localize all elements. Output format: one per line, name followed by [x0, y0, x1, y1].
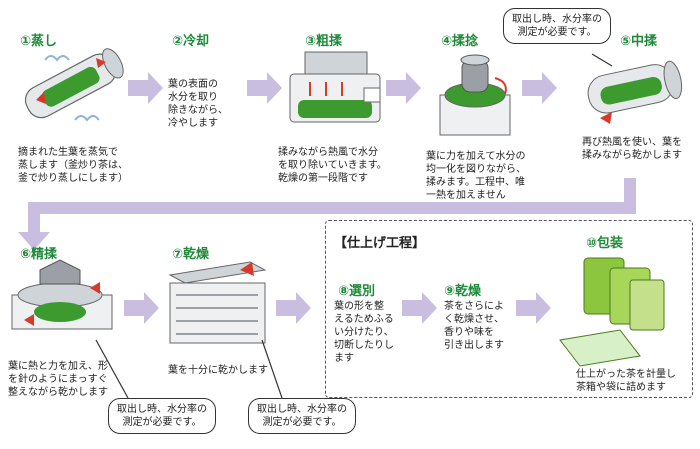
step-title-secondary-rolling: ⑤中揉: [620, 34, 658, 49]
arrow-9-10: [516, 292, 551, 324]
primary-roller-icon: [289, 51, 381, 123]
secondary-roller-icon: [587, 60, 683, 124]
arrow-5-6: [18, 178, 636, 250]
step-title-final-rolling: ⑥精揉: [20, 247, 58, 262]
step-title-redrying: ⑨乾燥: [444, 284, 482, 299]
arrow-1-2: [128, 72, 163, 104]
step-desc-sorting: 葉の形を整えるためふるい分けたり、切断したりします: [334, 301, 394, 364]
step-title-rolling: ④揉捻: [441, 34, 479, 49]
step-title-primary-rolling: ③粗揉: [305, 34, 343, 49]
step-desc-final-rolling: 葉に熱と力を加え、形を針のようにまっすぐ整えながら乾かします: [8, 361, 108, 398]
flow-arrows: [18, 72, 636, 324]
arrow-6-7: [124, 292, 159, 324]
final-roller-icon: [11, 259, 113, 330]
step-title-cooling: ②冷却: [172, 34, 210, 49]
step-title-sorting: ⑧選別: [338, 284, 376, 299]
step-title-steaming: ①蒸し: [20, 34, 58, 49]
arrow-7-8: [276, 292, 311, 324]
moisture-callout-3: 取出し時、水分率の測定が必要です。: [248, 398, 356, 434]
rolling-press-icon: [439, 54, 511, 136]
moisture-callout-1: 取出し時、水分率の測定が必要です。: [503, 8, 611, 44]
finishing-process-box: [325, 220, 693, 398]
step-desc-cooling: 葉の表面の水分を取り除きながら、冷やします: [168, 79, 228, 129]
steamer-drum-icon: [24, 48, 124, 122]
moisture-callout-2: 取出し時、水分率の測定が必要です。: [108, 398, 216, 434]
step-desc-primary-rolling: 揉みながら熱風で水分を取り除いていきます。乾燥の第一段階です: [278, 147, 387, 184]
step-desc-rolling: 葉に力を加えて水分の均一化を図りながら、揉みます。工程中、唯一熱を加えません: [426, 151, 526, 201]
step-desc-secondary-rolling: 再び熱風を使い、葉を揉みながら乾かします: [582, 137, 682, 161]
step-desc-redrying: 茶をさらによく乾燥させ、香りや味を引き出します: [444, 301, 504, 351]
arrow-4-5: [522, 72, 557, 104]
step-desc-packaging: 仕上がった茶を計量し茶箱や袋に詰めます: [576, 369, 676, 393]
tea-package-icon: [559, 257, 665, 367]
step-title-drying: ⑦乾燥: [172, 247, 210, 262]
arrow-2-3: [247, 72, 282, 104]
step-desc-drying: 葉を十分に乾かします: [168, 365, 268, 376]
arrow-3-4: [386, 72, 421, 104]
step-desc-steaming: 摘まれた生葉を蒸気で蒸します（釜炒り茶は、釜で炒り蒸しにします）: [18, 147, 128, 184]
step-title-packaging: ⑩包装: [586, 236, 624, 251]
arrow-8-9: [402, 292, 437, 324]
dryer-shelf-icon: [168, 261, 267, 344]
finishing-process-label: 【仕上げ工程】: [334, 236, 426, 251]
